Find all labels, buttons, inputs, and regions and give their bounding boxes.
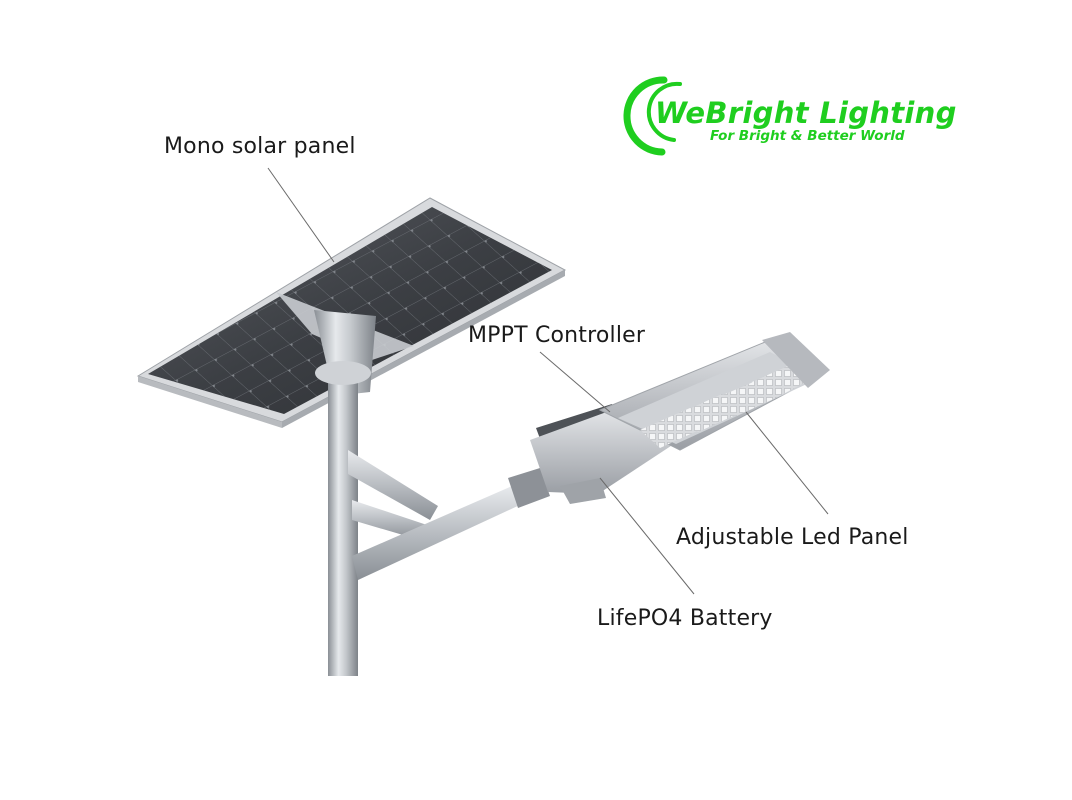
pole <box>315 361 371 676</box>
logo-swoosh-icon <box>623 76 682 156</box>
solar-panel <box>136 197 567 428</box>
lamp-arm <box>348 450 550 580</box>
label-controller: MPPT Controller <box>468 323 646 348</box>
leader-lines <box>267 167 829 595</box>
brand-tagline: For Bright & Better World <box>710 128 905 144</box>
label-solar-panel: Mono solar panel <box>164 134 356 159</box>
street-lamp-head <box>530 332 830 504</box>
label-battery: LifePO4 Battery <box>597 606 773 631</box>
label-led-panel: Adjustable Led Panel <box>676 525 909 550</box>
brand-name: WeBright Lighting <box>655 96 957 130</box>
